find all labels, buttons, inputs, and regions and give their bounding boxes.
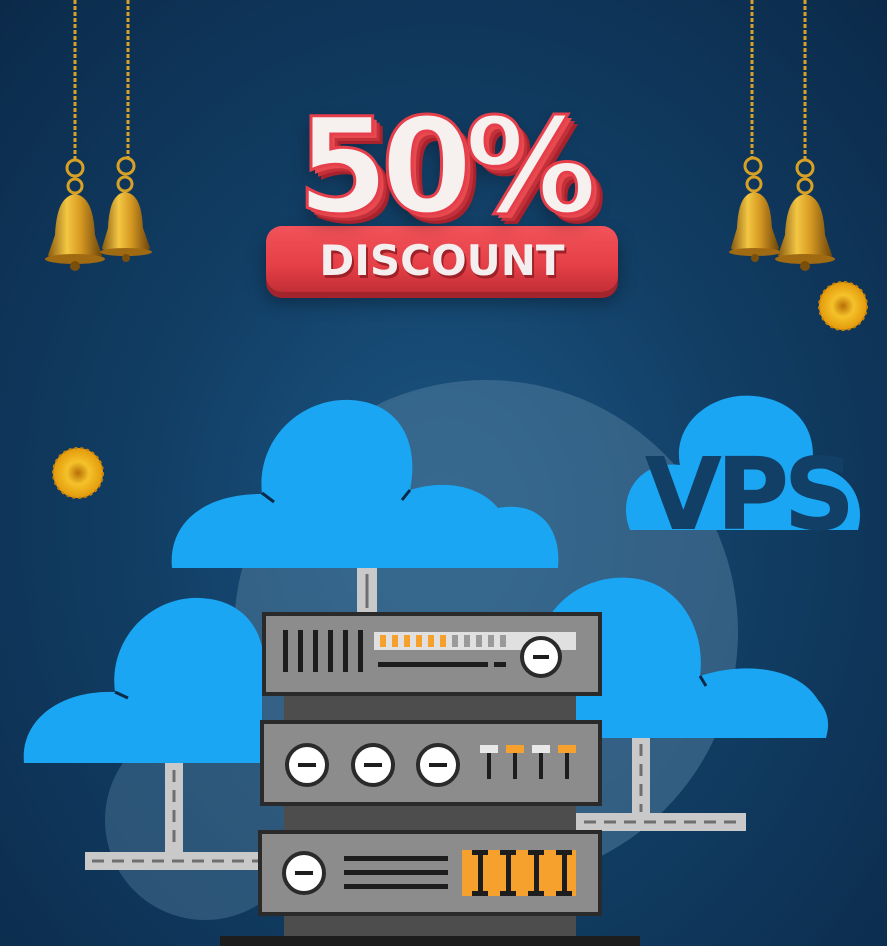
server-rack-unit	[258, 830, 602, 916]
discount-banner: DISCOUNT	[266, 226, 618, 292]
bell-icon	[775, 0, 835, 271]
discount-percent: 50%	[296, 90, 599, 244]
server-rack-unit	[262, 612, 602, 696]
cloud-icon	[23, 597, 265, 763]
bell-icon	[729, 0, 781, 262]
cloud-icon	[171, 399, 559, 568]
cloud-icon	[540, 577, 829, 738]
marigold-flower-icon	[818, 281, 868, 331]
discount-label: DISCOUNT	[319, 236, 565, 285]
bell-icon	[45, 0, 105, 271]
server-rack-unit	[260, 720, 602, 806]
discount-headline: DISCOUNT 50%	[262, 91, 624, 303]
marigold-flower-icon	[52, 447, 104, 499]
vps-logo-text: VPS	[644, 436, 856, 553]
bell-icon	[100, 0, 152, 262]
cloud-icon	[625, 395, 861, 530]
